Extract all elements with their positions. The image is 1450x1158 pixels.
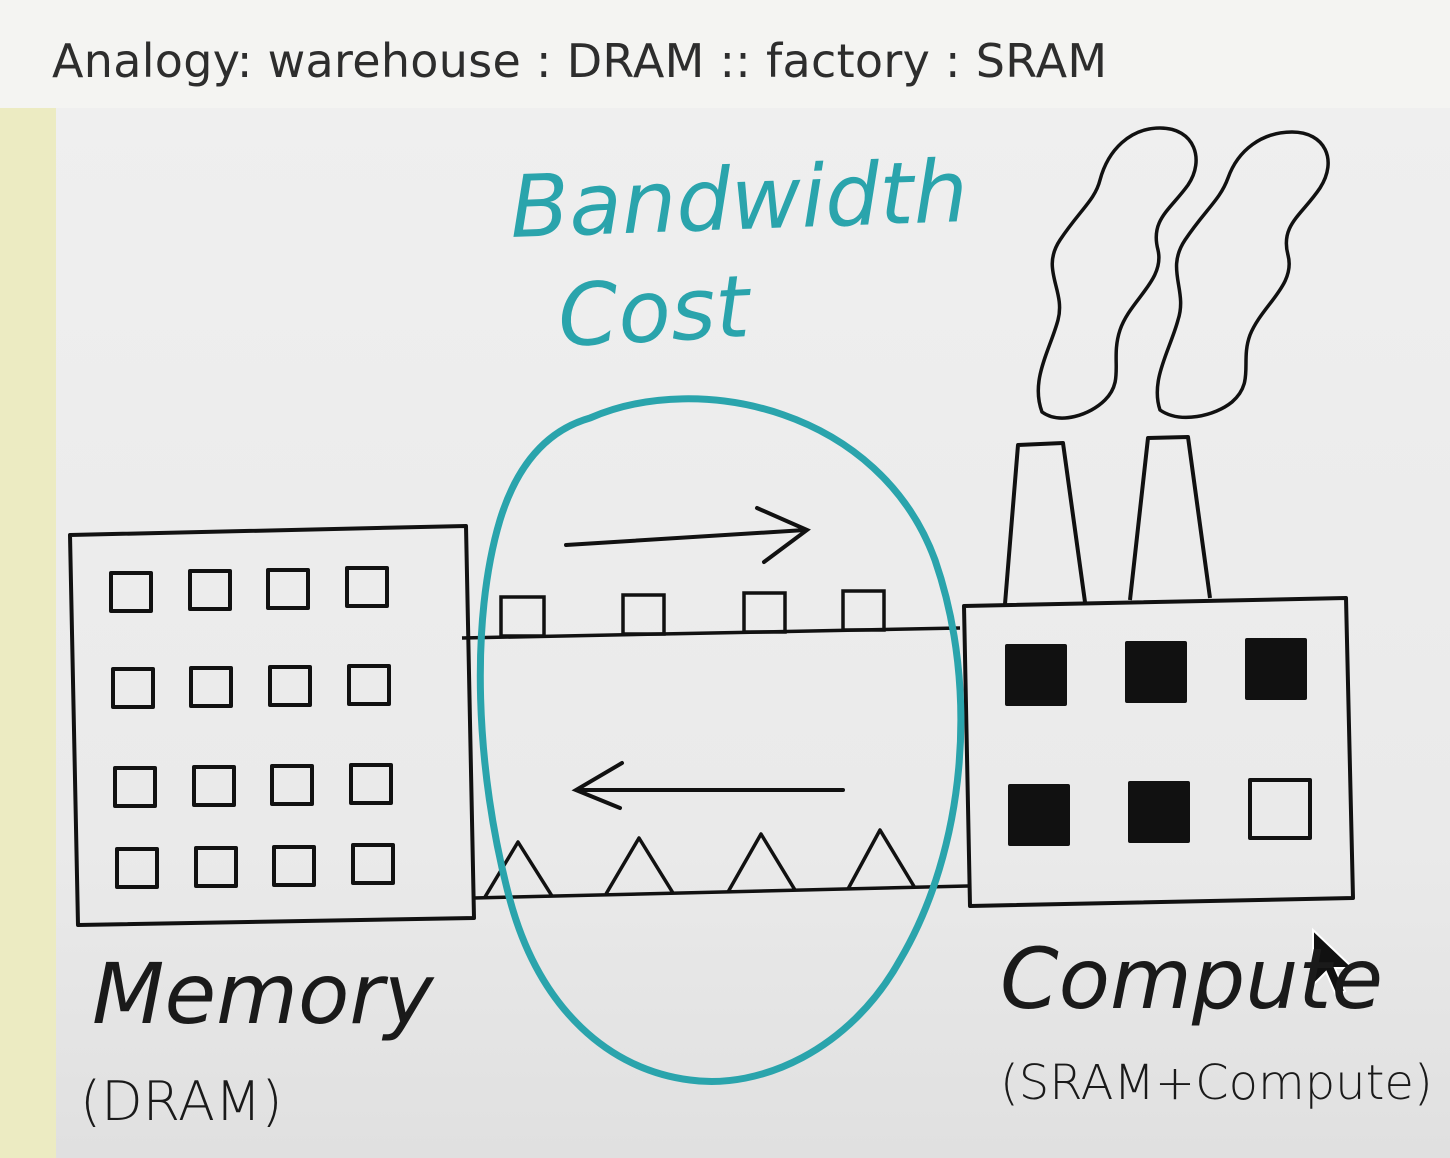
page-title: Analogy: warehouse : DRAM :: factory : S… [52, 34, 1108, 88]
factory-windows [1005, 638, 1312, 846]
bandwidth-label: Bandwidth [508, 142, 970, 258]
smoke-right [1155, 130, 1330, 420]
title-bar [0, 0, 1450, 108]
warehouse-building-icon [68, 524, 476, 927]
arrow-left-icon [571, 761, 845, 810]
memory-label: Memory [92, 945, 434, 1043]
chimney-left [1003, 441, 1087, 605]
arrow-right-icon [564, 506, 811, 564]
left-margin-strip [0, 108, 56, 1158]
cost-label: Cost [555, 257, 752, 367]
memory-sublabel: (DRAM) [80, 1070, 283, 1133]
factory-building-icon [962, 126, 1355, 908]
compute-label: Compute [1000, 930, 1384, 1028]
warehouse-windows [109, 566, 395, 889]
chimney-right [1128, 435, 1212, 601]
compute-sublabel: (SRAM+Compute) [1000, 1055, 1433, 1111]
bandwidth-circle [476, 395, 965, 1085]
conveyor-bottom [473, 828, 969, 900]
conveyor-top [461, 589, 961, 640]
smoke-left [1036, 126, 1198, 420]
mouse-cursor-icon [1312, 927, 1356, 997]
